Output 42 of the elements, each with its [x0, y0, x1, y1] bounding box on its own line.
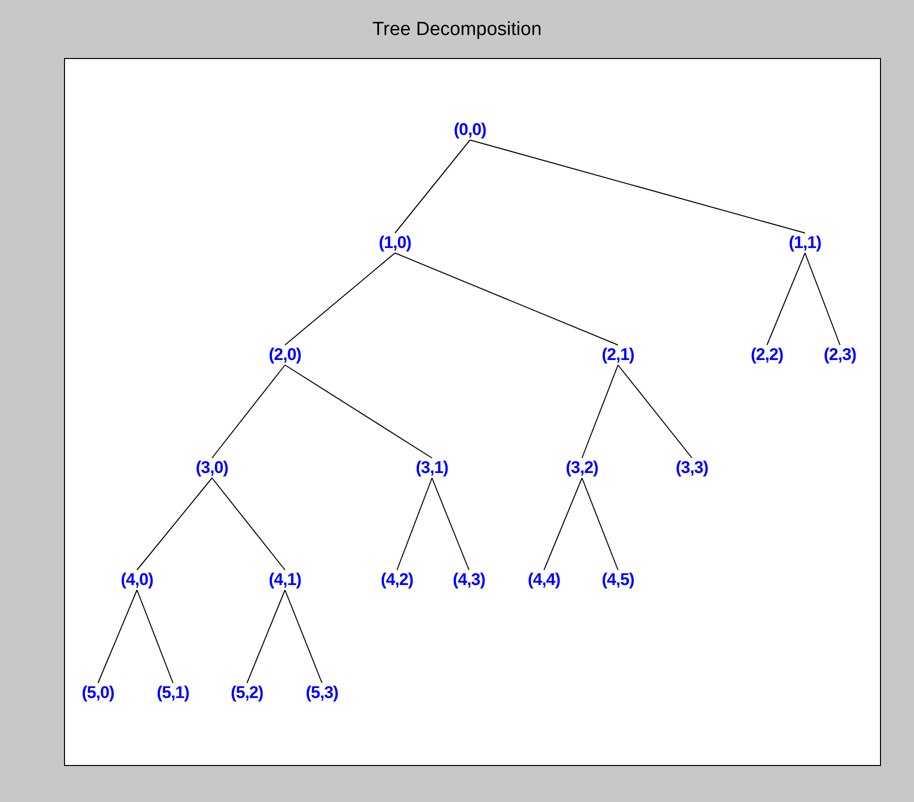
tree-branch-line: [284, 590, 322, 684]
node-label: (3,3): [676, 458, 708, 478]
node-label: (3,0): [196, 458, 228, 478]
node-label: (4,4): [528, 570, 560, 590]
node-label: (4,1): [268, 570, 302, 590]
tree-branch-line: [212, 364, 286, 458]
tree-branch-line: [618, 364, 692, 458]
tree-branch-line: [396, 478, 432, 570]
tree-branch-line: [804, 252, 840, 346]
tree-branch-line: [284, 252, 396, 346]
node-label: (2,2): [750, 345, 784, 365]
node-label: (3,2): [566, 458, 598, 478]
tree-branch-line: [432, 478, 470, 570]
tree-branch-line: [136, 590, 174, 684]
tree-branch-line: [582, 364, 618, 458]
tree-branch-line: [284, 364, 432, 458]
tree-branch-line: [136, 478, 212, 570]
chart-title: Tree Decomposition: [371, 18, 543, 42]
node-label: (0,0): [454, 120, 486, 140]
tree-branch-line: [394, 252, 618, 346]
node-label: (1,0): [378, 233, 412, 253]
tree-branch-line: [246, 590, 286, 684]
node-label: (2,0): [268, 345, 302, 365]
tree-branch-line: [98, 590, 138, 684]
node-label: (5,0): [82, 683, 114, 703]
node-label: (4,0): [120, 570, 154, 590]
tree-branch-line: [212, 478, 286, 570]
node-label: (5,2): [230, 683, 264, 703]
node-label: (2,3): [824, 345, 856, 365]
tree-branch-line: [544, 478, 582, 570]
node-label: (4,3): [452, 570, 486, 590]
tree-branch-line: [766, 252, 806, 346]
tree-branch-line: [394, 140, 470, 234]
tree-branch-line: [582, 478, 618, 570]
node-label: (4,2): [380, 570, 414, 590]
node-label: (5,3): [306, 683, 338, 703]
node-label: (4,5): [602, 570, 634, 590]
node-label: (5,1): [156, 683, 190, 703]
node-label: (3,1): [416, 458, 448, 478]
node-label: (2,1): [602, 345, 634, 365]
tree-branch-line: [470, 140, 806, 234]
node-label: (1,1): [788, 233, 822, 253]
